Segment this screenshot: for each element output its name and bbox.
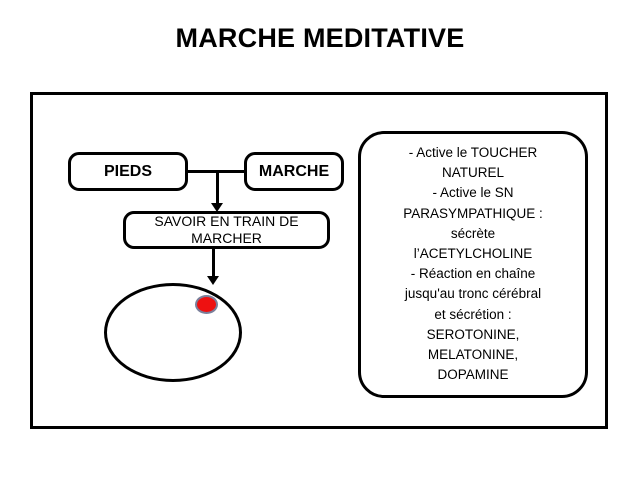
connector-savoir-to-ellipse xyxy=(212,249,215,277)
info-panel-line: - Active le TOUCHER xyxy=(408,145,538,160)
info-panel-line: l’ACETYLCHOLINE xyxy=(413,246,533,262)
flow-box-savoir-en-train-de-marcher: SAVOIR EN TRAIN DE MARCHER xyxy=(123,211,330,249)
info-panel-line: - Active le SN xyxy=(432,185,514,201)
body-ellipse-shape xyxy=(104,283,242,382)
info-panel-line: et sécrétion : xyxy=(434,306,512,322)
connector-to-savoir xyxy=(216,170,219,204)
flow-box-marche-label: MARCHE xyxy=(258,162,330,180)
arrow-head-to-ellipse-icon xyxy=(207,276,219,285)
info-panel: - Active le TOUCHER NATUREL - Active le SN… xyxy=(358,131,588,398)
flow-box-savoir-label: SAVOIR EN TRAIN DE MARCHER xyxy=(154,213,299,246)
info-panel-line: - Réaction en chaîne xyxy=(410,266,536,282)
info-panel-line: SEROTONINE, xyxy=(426,326,520,342)
info-panel-line: jusqu'au tronc cérébral xyxy=(404,286,542,302)
flow-box-pieds: PIEDS xyxy=(68,152,188,191)
arrow-head-to-savoir-icon xyxy=(211,203,223,212)
info-panel-line: PARASYMPATHIQUE : xyxy=(403,205,543,221)
info-panel-line: NATUREL xyxy=(441,165,504,181)
info-panel-line: sécrète xyxy=(450,225,496,241)
flow-box-marche: MARCHE xyxy=(244,152,344,191)
info-panel-line: MELATONINE, xyxy=(427,347,519,363)
info-panel-line: DOPAMINE xyxy=(437,367,509,383)
activation-dot-icon xyxy=(195,295,218,314)
flow-box-pieds-label: PIEDS xyxy=(103,162,152,180)
page-title: MARCHE MEDITATIVE xyxy=(175,23,465,53)
